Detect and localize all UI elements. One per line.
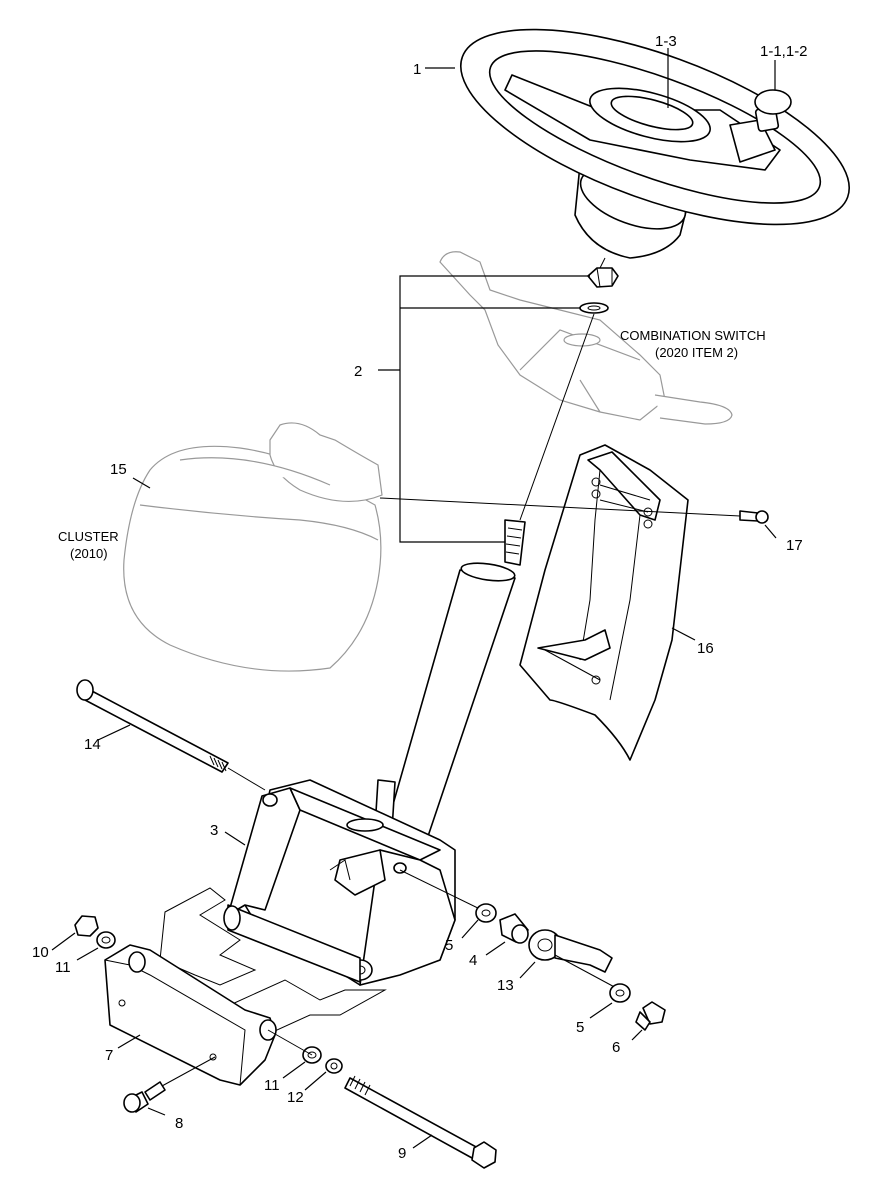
label-10: 10 xyxy=(32,944,49,961)
steering-wheel xyxy=(459,28,851,259)
label-11-bottom: 11 xyxy=(264,1077,280,1094)
cluster-note-line2: (2010) xyxy=(70,546,108,561)
label-11-left: 11 xyxy=(55,959,71,976)
label-5-upper: 5 xyxy=(445,937,453,954)
spacer-4 xyxy=(499,913,529,944)
reference-notes: COMBINATION SWITCH (2020 ITEM 2) CLUSTER… xyxy=(58,328,766,561)
shaft-centerline xyxy=(519,313,595,521)
shaft-nut xyxy=(587,267,619,288)
label-2: 2 xyxy=(354,363,362,380)
mounting-plate xyxy=(104,887,387,1086)
bolt-6 xyxy=(635,1001,666,1031)
label-8: 8 xyxy=(175,1115,183,1132)
bolt-axis-right xyxy=(399,869,487,913)
label-15: 15 xyxy=(110,461,127,478)
cluster-note-line1: CLUSTER xyxy=(58,529,119,544)
column-cover xyxy=(519,444,689,761)
part-labels: 1 1-3 1-1,1-2 2 3 4 5 5 6 7 8 9 10 11 11… xyxy=(32,33,808,1162)
washer-12 xyxy=(325,1058,343,1074)
cluster-outline xyxy=(123,422,383,672)
washer-11-left xyxy=(96,931,116,949)
label-13: 13 xyxy=(497,977,514,994)
label-14: 14 xyxy=(84,736,101,753)
long-bolt-9 xyxy=(344,1075,497,1169)
arm-axis xyxy=(554,954,621,991)
label-1: 1 xyxy=(413,61,421,78)
washer-5-upper xyxy=(475,903,497,923)
label-1-1-1-2: 1-1,1-2 xyxy=(760,43,808,60)
label-3: 3 xyxy=(210,822,218,839)
long-bolt-14 xyxy=(76,679,266,791)
pitman-arm-13 xyxy=(528,929,613,973)
nut-10 xyxy=(74,915,99,937)
bolt-axis-bottom xyxy=(267,1029,313,1056)
label-1-3: 1-3 xyxy=(655,33,677,50)
label-7: 7 xyxy=(105,1047,113,1064)
leader-lines xyxy=(51,48,777,1149)
label-16: 16 xyxy=(697,640,714,657)
shaft-centerline-top xyxy=(599,257,606,269)
washer-5-lower xyxy=(609,983,631,1003)
label-4: 4 xyxy=(469,952,477,969)
label-5-lower: 5 xyxy=(576,1019,584,1036)
label-9: 9 xyxy=(398,1145,406,1162)
bolt-8 xyxy=(123,1056,216,1113)
column-bracket xyxy=(223,779,456,986)
combination-switch-note-line1: COMBINATION SWITCH xyxy=(620,328,766,343)
callout-bracket-2 xyxy=(378,275,590,543)
screw-17 xyxy=(379,497,769,524)
label-6: 6 xyxy=(612,1039,620,1056)
label-12: 12 xyxy=(287,1089,304,1106)
shaft-washer xyxy=(579,302,609,314)
label-17: 17 xyxy=(786,537,803,554)
combination-switch-note-line2: (2020 ITEM 2) xyxy=(655,345,738,360)
combination-switch-outline xyxy=(439,251,733,425)
steering-column-tube xyxy=(374,519,526,861)
